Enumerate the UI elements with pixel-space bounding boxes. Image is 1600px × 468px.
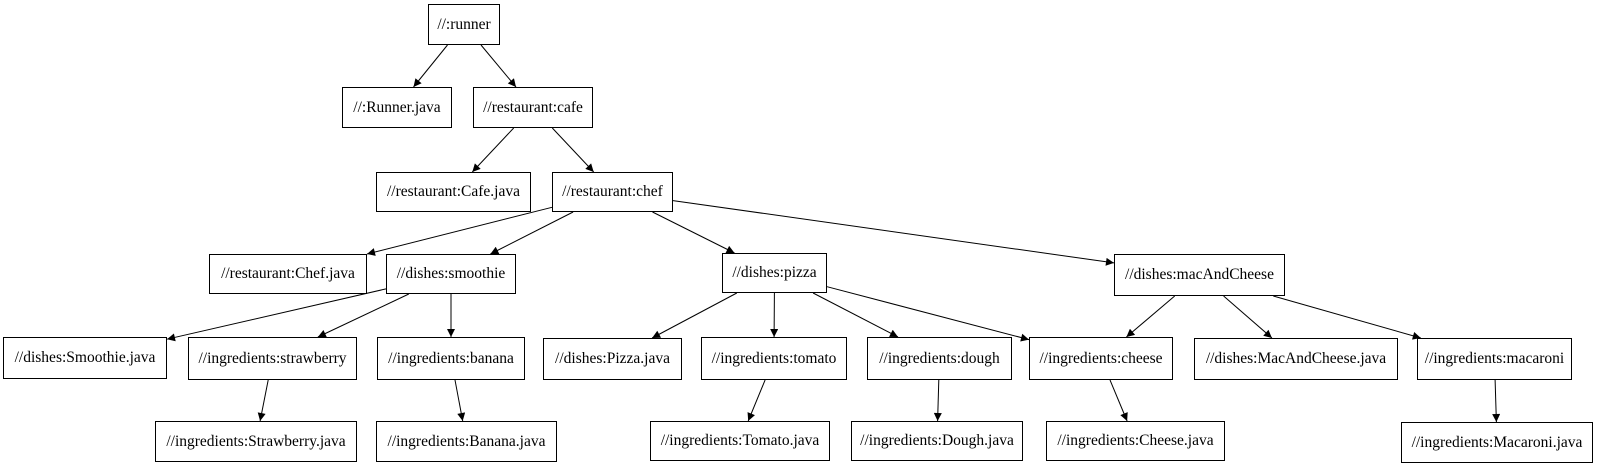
graph-node-mac-and-cheese-java: //dishes:MacAndCheese.java: [1194, 338, 1398, 380]
graph-node-smoothie-java: //dishes:Smoothie.java: [3, 337, 167, 379]
graph-node-mac-and-cheese: //dishes:macAndCheese: [1114, 254, 1285, 296]
graph-edge-tomato-to-tomato-java: [747, 379, 766, 422]
graph-edge-strawberry-to-strawberry-java: [257, 379, 269, 422]
graph-edge-mac-and-cheese-to-mac-and-cheese-java: [1223, 295, 1273, 339]
graph-edge-chef-to-smoothie: [490, 211, 574, 255]
graph-edge-mac-and-cheese-to-macaroni: [1273, 295, 1421, 340]
graph-edge-runner-to-runner-java: [413, 44, 448, 88]
graph-edge-mac-and-cheese-to-cheese: [1126, 295, 1176, 338]
graph-node-banana: //ingredients:banana: [377, 337, 525, 380]
graph-node-macaroni-java: //ingredients:Macaroni.java: [1401, 422, 1593, 463]
graph-edge-smoothie-to-smoothie-java: [166, 288, 387, 342]
graph-edge-chef-to-mac-and-cheese: [672, 200, 1115, 266]
graph-edge-cheese-to-cheese-java: [1109, 379, 1128, 422]
graph-node-macaroni: //ingredients:macaroni: [1417, 338, 1572, 380]
graph-edge-pizza-to-dough: [812, 292, 899, 338]
graph-node-pizza: //dishes:pizza: [722, 253, 827, 293]
graph-node-dough: //ingredients:dough: [867, 337, 1012, 380]
graph-node-cafe: //restaurant:cafe: [473, 87, 593, 128]
graph-edge-cafe-to-chef: [551, 127, 595, 173]
graph-edge-pizza-to-pizza-java: [651, 292, 738, 339]
graph-edge-pizza-to-cheese: [826, 286, 1030, 342]
graph-node-strawberry-java: //ingredients:Strawberry.java: [155, 421, 357, 462]
graph-edge-banana-to-banana-java: [454, 379, 466, 422]
graph-edge-dough-to-dough-java: [933, 379, 942, 422]
graph-node-cafe-java: //restaurant:Cafe.java: [376, 172, 531, 212]
graph-node-runner: //:runner: [428, 4, 500, 45]
graph-node-chef: //restaurant:chef: [552, 172, 673, 212]
graph-edge-cafe-to-cafe-java: [471, 127, 515, 173]
graph-edge-runner-to-cafe: [480, 44, 517, 88]
graph-edge-macaroni-to-macaroni-java: [1492, 379, 1501, 423]
graph-node-smoothie: //dishes:smoothie: [386, 254, 516, 294]
graph-node-cheese: //ingredients:cheese: [1029, 337, 1173, 380]
graph-edge-chef-to-pizza: [652, 211, 735, 254]
graph-edge-smoothie-to-strawberry: [317, 293, 410, 338]
graph-node-pizza-java: //dishes:Pizza.java: [543, 338, 682, 380]
graph-node-runner-java: //:Runner.java: [342, 87, 452, 128]
graph-node-strawberry: //ingredients:strawberry: [188, 337, 357, 380]
graph-edge-chef-to-chef-java: [366, 206, 553, 256]
graph-node-dough-java: //ingredients:Dough.java: [851, 421, 1023, 461]
graph-node-banana-java: //ingredients:Banana.java: [376, 421, 557, 462]
graph-node-cheese-java: //ingredients:Cheese.java: [1046, 421, 1225, 461]
graph-node-tomato-java: //ingredients:Tomato.java: [650, 421, 830, 461]
graph-node-chef-java: //restaurant:Chef.java: [209, 254, 367, 294]
graph-node-tomato: //ingredients:tomato: [701, 337, 847, 380]
